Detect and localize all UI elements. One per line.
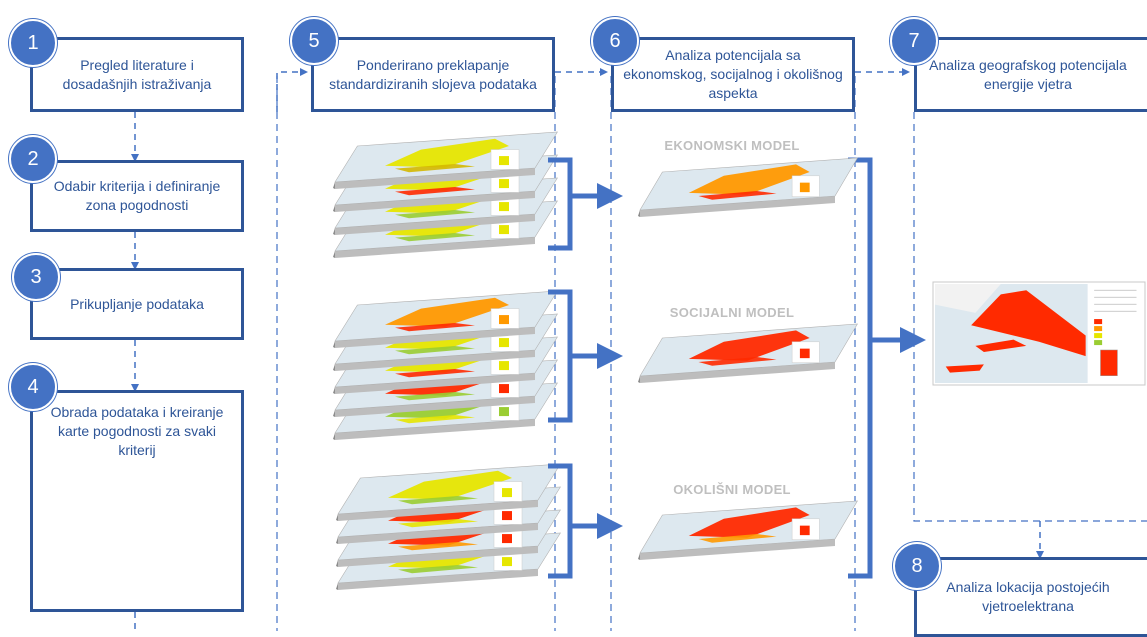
map-layer <box>336 463 561 521</box>
layer-stack-icon <box>333 290 558 440</box>
column-7-frame <box>913 112 1147 522</box>
step-7-number: 7 <box>890 17 938 65</box>
step-2-box: Odabir kriterija i definiranje zona pogo… <box>30 160 244 232</box>
step-6-label: Analiza potencijala sa ekonomskog, socij… <box>623 47 843 101</box>
step-3-label: Prikupljanje podataka <box>70 295 204 312</box>
step-5-number: 5 <box>290 17 338 65</box>
step-8-box: Analiza lokacija postojećih vjetroelektr… <box>914 557 1147 637</box>
step-1-number: 1 <box>9 19 57 67</box>
step-6-number: 6 <box>591 17 639 65</box>
layer-stack-icon <box>333 131 558 258</box>
step-4-box: Obrada podataka i kreiranje karte pogodn… <box>30 390 244 612</box>
step-8-label: Analiza lokacija postojećih vjetroelektr… <box>946 579 1110 614</box>
step-1-label: Pregled literature i dosadašnjih istraži… <box>62 56 212 92</box>
step-2-label: Odabir kriterija i definiranje zona pogo… <box>53 178 221 213</box>
step-3-number: 3 <box>12 253 60 301</box>
bracket-economic <box>548 157 623 251</box>
map-layer <box>333 131 558 189</box>
bracket-final <box>848 157 926 579</box>
step-7-label: Analiza geografskog potencijala energije… <box>929 56 1127 92</box>
step-8-number: 8 <box>893 542 941 590</box>
step-4-label: Obrada podataka i kreiranje karte pogodn… <box>50 404 224 458</box>
suitability-map-icon <box>932 281 1146 386</box>
layer-stack-icon <box>336 463 561 590</box>
model-map-environmental <box>638 500 858 560</box>
step-5-label: Ponderirano preklapanje standardiziranih… <box>329 56 537 92</box>
step-5-box: Ponderirano preklapanje standardiziranih… <box>311 37 555 112</box>
map-layer <box>333 290 558 348</box>
bracket-arrow-icon <box>548 157 926 579</box>
step-4-number: 4 <box>9 363 57 411</box>
model-map-social <box>638 323 858 383</box>
step-6-box: Analiza potencijala sa ekonomskog, socij… <box>611 37 855 112</box>
model-maps <box>638 157 858 560</box>
step-2-number: 2 <box>9 135 57 183</box>
flow-connectors <box>131 68 1044 631</box>
step-3-box: Prikupljanje podataka <box>30 268 244 340</box>
model-label-environmental: OKOLIŠNI MODEL <box>673 482 791 497</box>
step-1-box: Pregled literature i dosadašnjih istraži… <box>30 37 244 112</box>
step-7-box: Analiza geografskog potencijala energije… <box>914 37 1147 112</box>
model-map-economic <box>638 157 858 217</box>
model-label-economic: EKONOMSKI MODEL <box>664 138 800 153</box>
connector-into-5 <box>276 68 308 112</box>
model-label-social: SOCIJALNI MODEL <box>669 305 795 320</box>
bracket-environmental <box>548 463 623 579</box>
bracket-social <box>548 289 623 423</box>
